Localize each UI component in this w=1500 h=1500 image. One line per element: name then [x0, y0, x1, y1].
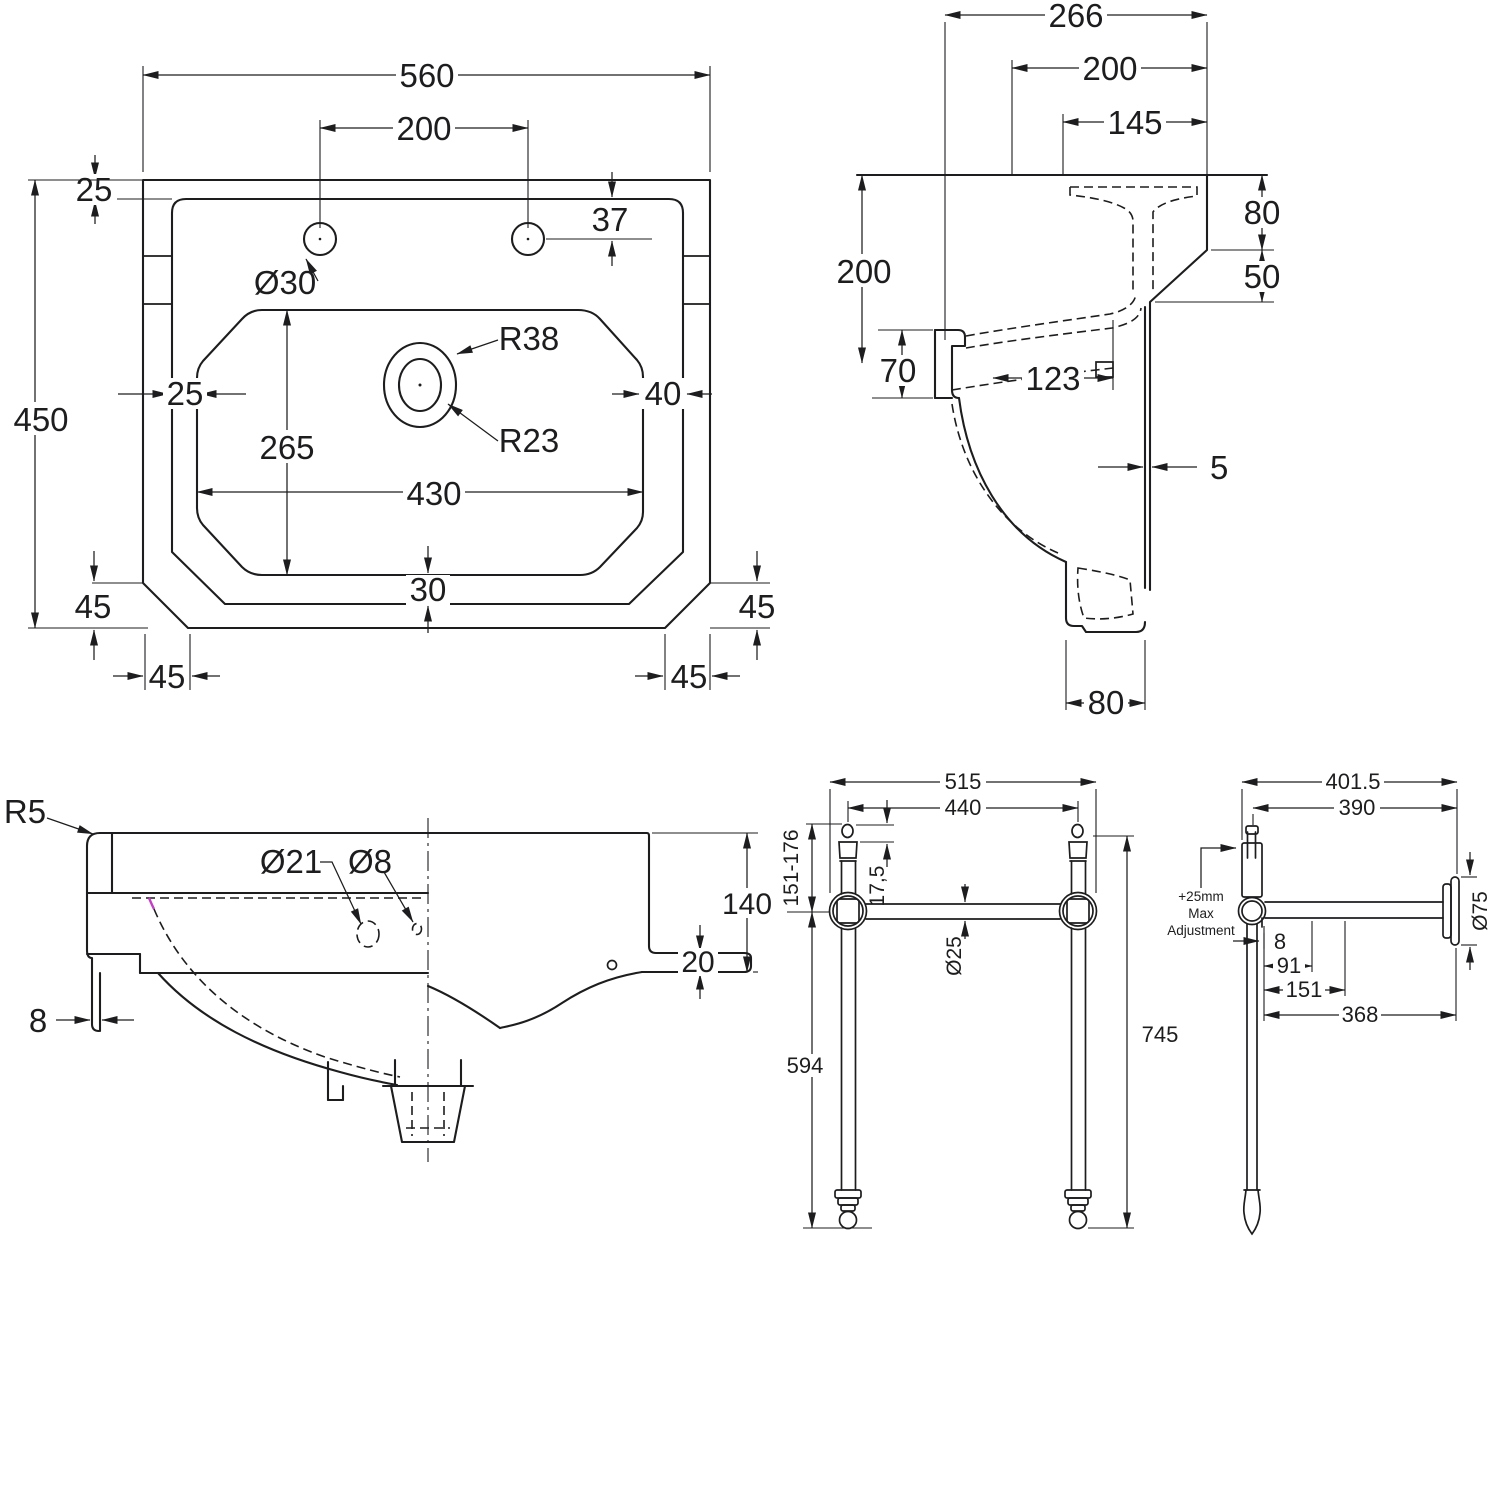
dim-stand-leg-height: 594	[787, 1053, 824, 1078]
basin-plan-view: 560 200 25 450 37 Ø30	[10, 57, 775, 695]
washstand-side-dimensions: 401.5 390 +25mm Max Adjustment Ø75 8	[1167, 769, 1492, 1027]
dim-plan-overall-width: 560	[399, 57, 454, 94]
dim-plan-bowl-inset-bottom: 30	[410, 571, 447, 608]
dim-stand-cap-height: 17,5	[866, 866, 889, 907]
washstand-front-outline	[828, 823, 1098, 1230]
dim-side-front-height: 200	[836, 253, 891, 290]
dim-plan-deck-inset-left: 25	[167, 375, 204, 412]
dim-plan-chamfer-v-left: 45	[75, 588, 112, 625]
dim-front-overflow-dia: Ø21	[260, 843, 322, 880]
dim-side-wall-thickness: 5	[1210, 449, 1228, 486]
dim-side-ledge-drop: 50	[1244, 258, 1281, 295]
dim-side-foot-depth: 80	[1088, 684, 1125, 721]
dim-stand-mount-range: 151-176	[780, 829, 803, 906]
dim-sside-overall-depth: 401.5	[1325, 769, 1380, 794]
dim-plan-deck-inset-right: 40	[645, 375, 682, 412]
basin-front-view: R5 Ø21 Ø8 140 20 8	[4, 793, 776, 1162]
dim-plan-overall-depth: 450	[13, 401, 68, 438]
washstand-front-dimensions: 515 440 151-176 17,5 Ø25 594	[780, 769, 1179, 1229]
basin-front-dimensions: R5 Ø21 Ø8 140 20 8	[4, 793, 776, 1039]
dim-side-lip-height: 70	[880, 352, 917, 389]
overflow-hole-elevation	[606, 959, 618, 971]
dim-front-lip-height: 20	[681, 946, 714, 979]
accent-mark	[147, 897, 156, 910]
dim-plan-chamfer-h-right: 45	[671, 658, 708, 695]
dim-front-rim-thickness: 8	[29, 1002, 47, 1039]
dim-side-wall-to-front: 200	[1082, 50, 1137, 87]
dim-plan-hole-spacing: 200	[396, 110, 451, 147]
dim-plan-hole-dia: Ø30	[254, 264, 316, 301]
note-max-adjustment-line3: Adjustment	[1167, 923, 1235, 938]
dim-plan-deck-inset-top: 25	[76, 171, 113, 208]
dim-stand-leg-spacing: 440	[945, 795, 982, 820]
washstand-front-view: 515 440 151-176 17,5 Ø25 594	[780, 769, 1179, 1230]
dim-sside-offset-368: 368	[1342, 1002, 1379, 1027]
dim-stand-frame-width: 515	[945, 769, 982, 794]
basin-side-view: 266 200 145 80 50 200	[833, 0, 1284, 721]
washstand-side-view: 401.5 390 +25mm Max Adjustment Ø75 8	[1167, 769, 1492, 1236]
dim-plan-bowl-length: 265	[259, 429, 314, 466]
basin-plan-outline	[141, 178, 712, 630]
fixing-hole-section	[411, 922, 423, 936]
waste-inner	[397, 357, 443, 413]
dim-sside-offset-8: 8	[1274, 929, 1286, 954]
dim-side-overflow-offset: 123	[1025, 360, 1080, 397]
dim-plan-chamfer-h-left: 45	[149, 658, 186, 695]
basin-plan-dimensions: 560 200 25 450 37 Ø30	[10, 57, 775, 695]
dim-plan-waste-outer: R38	[499, 320, 560, 357]
dim-side-overall-depth: 266	[1048, 0, 1103, 34]
dim-sside-arm-length: 390	[1339, 795, 1376, 820]
dim-side-deck-depth: 145	[1107, 104, 1162, 141]
note-max-adjustment-line2: Max	[1188, 906, 1214, 921]
dim-stand-tube-dia: Ø25	[943, 936, 966, 976]
dim-plan-chamfer-v-right: 45	[739, 588, 776, 625]
dim-front-rim-radius: R5	[4, 793, 46, 830]
dim-plan-waste-inner: R23	[499, 422, 560, 459]
dim-sside-flange-dia: Ø75	[1469, 891, 1492, 931]
basin-side-dimensions: 266 200 145 80 50 200	[833, 0, 1284, 721]
overflow-hole-section	[356, 920, 380, 948]
dim-sside-offset-91: 91	[1277, 953, 1301, 978]
dim-stand-overall-height: 745	[1142, 1022, 1179, 1047]
washstand-side-outline	[1237, 825, 1460, 1236]
note-max-adjustment-line1: +25mm	[1178, 889, 1223, 904]
waste-outer	[382, 341, 458, 429]
dim-sside-offset-151: 151	[1286, 977, 1323, 1002]
dim-plan-hole-offset: 37	[592, 201, 629, 238]
basin-front-outline	[85, 818, 753, 1162]
dim-front-skirt-height: 140	[722, 888, 772, 921]
dim-side-back-height: 80	[1244, 194, 1281, 231]
basin-side-outline	[855, 173, 1269, 634]
dim-plan-bowl-width: 430	[406, 475, 461, 512]
